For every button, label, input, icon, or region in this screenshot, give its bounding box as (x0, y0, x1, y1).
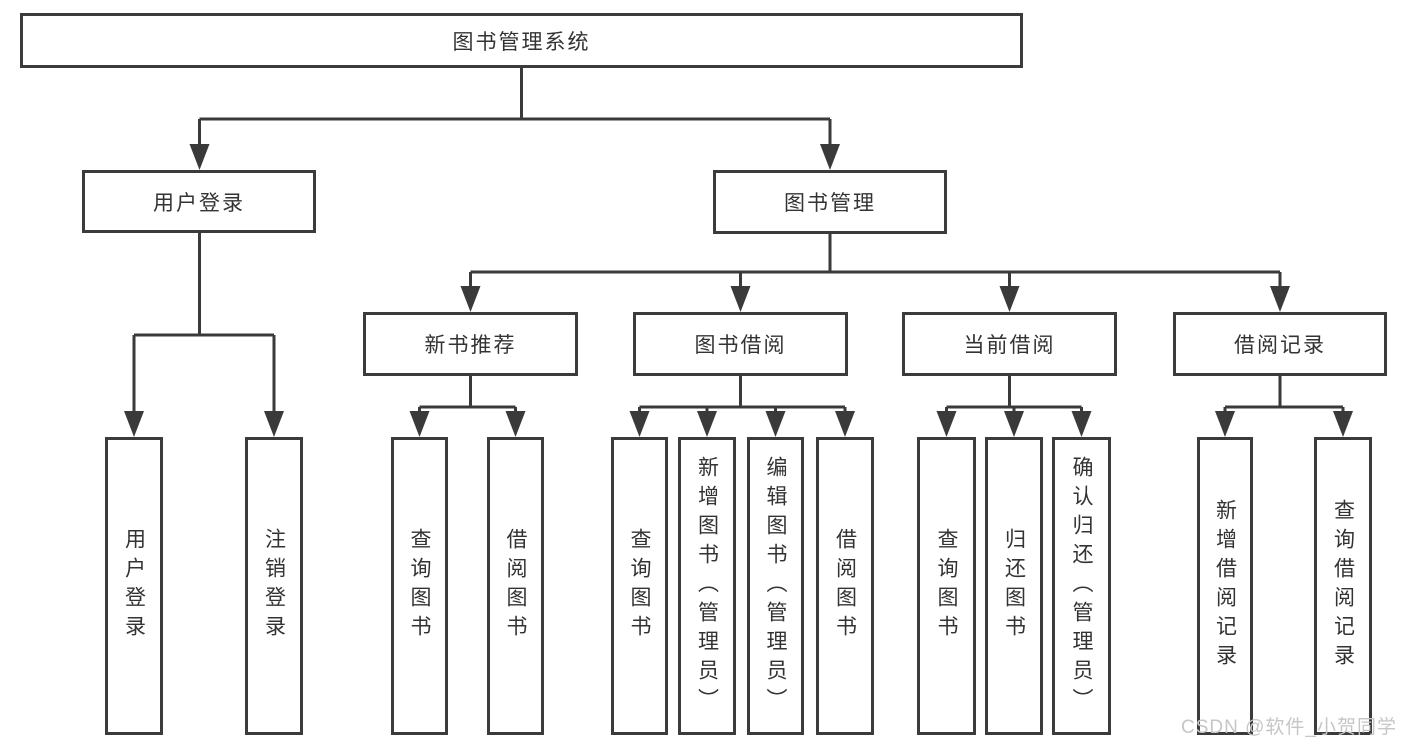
node-current-borrow: 当前借阅 (902, 312, 1117, 376)
leaf-return-books: 归还图书 (985, 437, 1043, 735)
leaf-recommend-borrow-books: 借阅图书 (487, 437, 544, 735)
node-book-management-branch: 图书管理 (713, 170, 947, 234)
leaf-edit-books-admin: 编辑图书（管理员） (747, 437, 804, 735)
leaf-logout: 注销登录 (245, 437, 303, 735)
node-borrow-records: 借阅记录 (1173, 312, 1387, 376)
node-root-system: 图书管理系统 (20, 13, 1023, 68)
leaf-user-login: 用户登录 (105, 437, 163, 735)
leaf-borrow-books: 借阅图书 (816, 437, 874, 735)
node-user-login-branch: 用户登录 (82, 170, 316, 233)
node-new-book-recommend: 新书推荐 (363, 312, 578, 376)
leaf-current-query-books: 查询图书 (917, 437, 976, 735)
csdn-watermark: CSDN @软件_小贺同学 (1181, 717, 1397, 738)
leaf-add-books-admin: 新增图书（管理员） (678, 437, 736, 735)
leaf-query-borrow-record: 查询借阅记录 (1314, 437, 1372, 735)
leaf-recommend-query-books: 查询图书 (391, 437, 448, 735)
leaf-add-borrow-record: 新增借阅记录 (1197, 437, 1253, 735)
leaf-borrow-query-books: 查询图书 (611, 437, 668, 735)
leaf-confirm-return-admin: 确认归还（管理员） (1052, 437, 1111, 735)
node-book-borrow: 图书借阅 (633, 312, 848, 376)
